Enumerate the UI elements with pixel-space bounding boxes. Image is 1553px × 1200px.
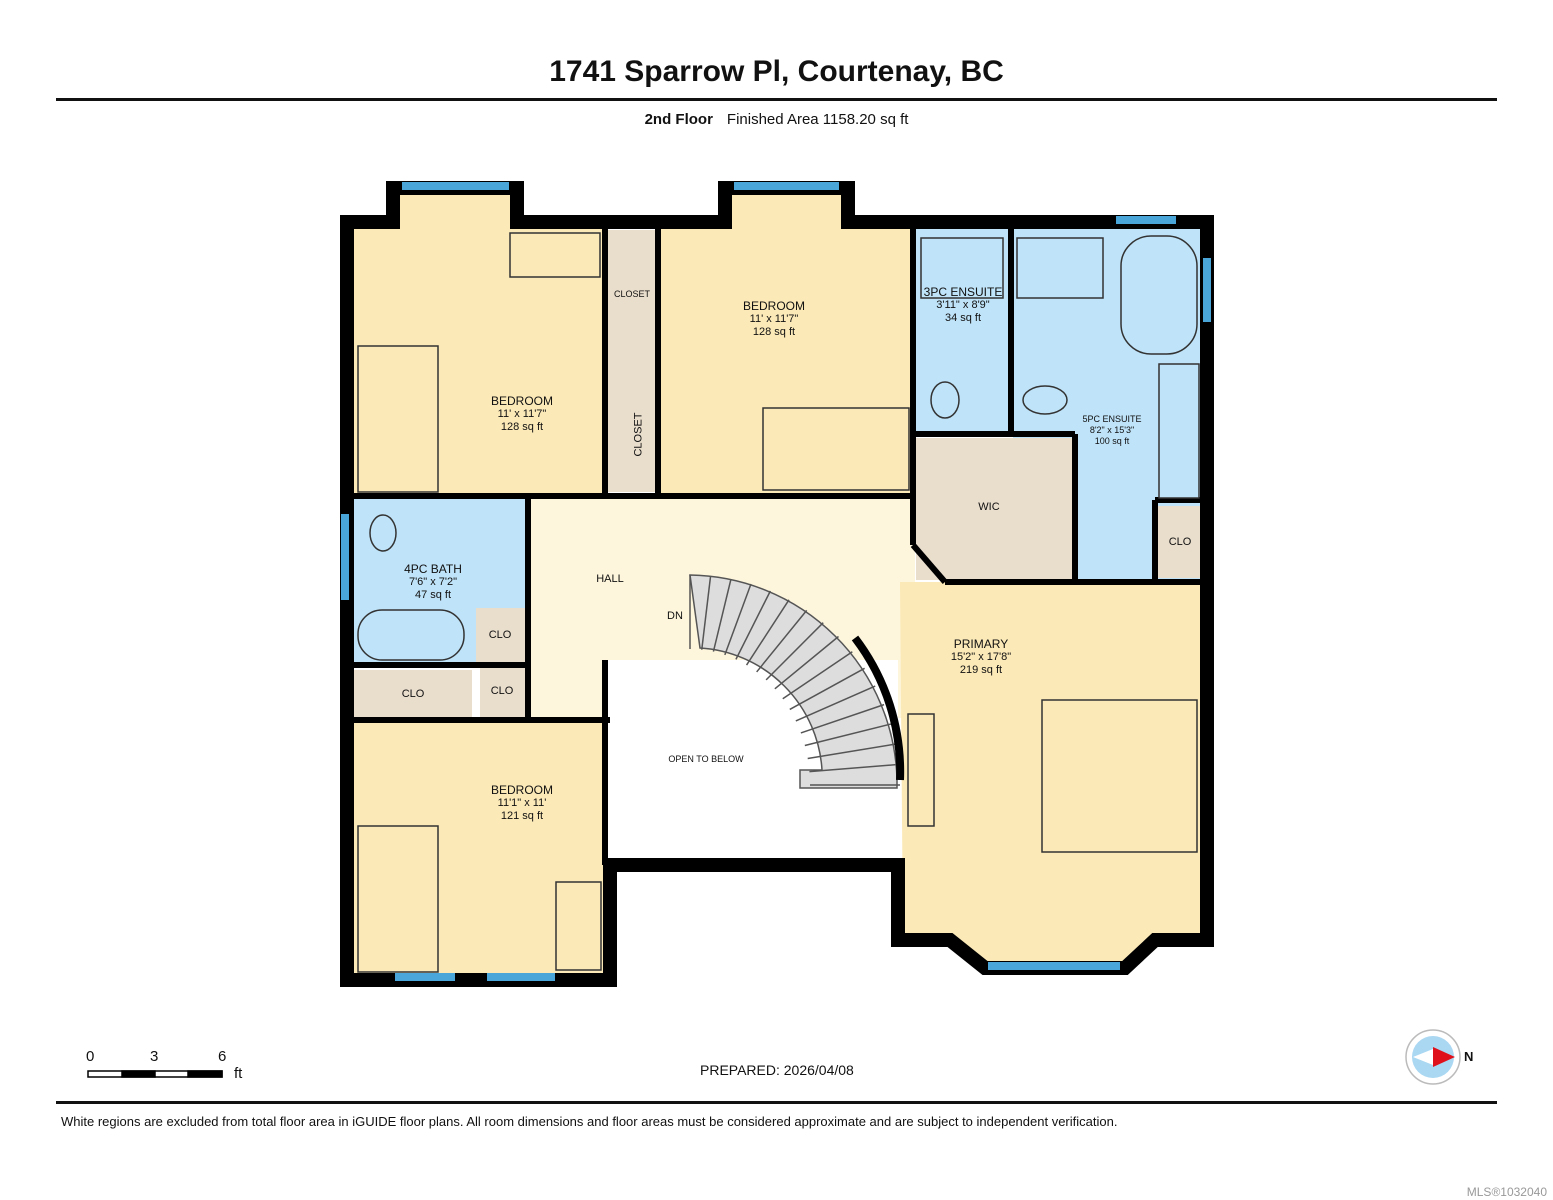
bed-icon (357, 345, 439, 493)
furniture (357, 232, 1200, 973)
vanity-icon (1158, 363, 1200, 499)
clo-label: CLO (488, 629, 512, 641)
windows (341, 182, 1211, 981)
clo-label: CLO (401, 688, 425, 700)
disclaimer-text: White regions are excluded from total fl… (61, 1114, 1118, 1129)
staircase (689, 574, 900, 789)
page-title: 1741 Sparrow Pl, Courtenay, BC (549, 55, 1004, 88)
stair-tread (807, 743, 897, 760)
toilet-icon (369, 514, 397, 552)
dresser-icon (907, 713, 935, 827)
north-label: N (1464, 1049, 1474, 1064)
bay-top-middle-fill (730, 190, 843, 230)
bed-icon (1041, 699, 1198, 853)
hall-label: HALL (596, 573, 624, 585)
stair-tread (724, 583, 752, 656)
stair-tread (774, 635, 839, 690)
shower-icon (920, 237, 1004, 299)
stair-tread (809, 763, 900, 773)
stair-tread (800, 703, 885, 734)
bathtub-icon (1120, 235, 1198, 355)
closet-label: CLOSET (613, 289, 651, 299)
stair-tread (795, 685, 876, 722)
header-divider (56, 98, 1497, 101)
scale-unit-label: ft (234, 1065, 243, 1082)
north-arrow-icon (1405, 1029, 1461, 1085)
stair-tread (804, 723, 892, 747)
scale-bar (87, 1070, 223, 1078)
desk-icon (509, 232, 601, 278)
bed-icon (357, 825, 439, 973)
exterior-wall (340, 181, 1214, 987)
scale-tick-label: 0 (86, 1048, 95, 1065)
clo-label: CLO (1168, 536, 1192, 548)
stair-tread (701, 575, 712, 650)
closet-label: CLOSET (632, 412, 645, 457)
shower-icon (1016, 237, 1104, 299)
mls-watermark: MLS®1032040 (1466, 1185, 1547, 1199)
floor-name: 2nd Floor (644, 111, 713, 128)
footer-divider (56, 1101, 1497, 1104)
stair-tread (745, 599, 790, 666)
bathtub-icon (357, 609, 465, 661)
clo-right-fill (1158, 506, 1200, 578)
clo-fill-1 (476, 608, 526, 662)
scale-tick-label: 6 (218, 1048, 227, 1065)
wic-fill (916, 438, 1072, 580)
closet-fill (608, 230, 656, 492)
wic-label: WIC (978, 501, 1000, 513)
prepared-date: PREPARED: 2026/04/08 (700, 1062, 854, 1078)
bay-top-left-fill (398, 190, 513, 230)
scale-tick-label: 3 (150, 1048, 159, 1065)
stair-tread (756, 609, 808, 673)
open-to-below-label: OPEN TO BELOW (668, 754, 744, 764)
bed-icon (762, 407, 910, 491)
walls (340, 181, 1214, 987)
desk-icon (555, 881, 602, 971)
toilet-icon (930, 381, 960, 419)
finished-area: Finished Area 1158.20 sq ft (726, 111, 909, 128)
clo-fill-2 (352, 670, 472, 718)
stair-tread (782, 651, 853, 700)
stair-tread (789, 667, 865, 711)
floor-subtitle: 2nd Floor Finished Area 1158.20 sq ft (0, 111, 1553, 128)
stair-tread (712, 578, 732, 652)
stair-tread (765, 622, 824, 681)
clo-fill-3 (480, 666, 526, 718)
stair-tread (735, 590, 772, 660)
stair-rail (851, 635, 905, 781)
stairs-down-label: DN (667, 610, 683, 622)
clo-label: CLO (490, 685, 514, 697)
toilet-icon (1022, 385, 1068, 415)
